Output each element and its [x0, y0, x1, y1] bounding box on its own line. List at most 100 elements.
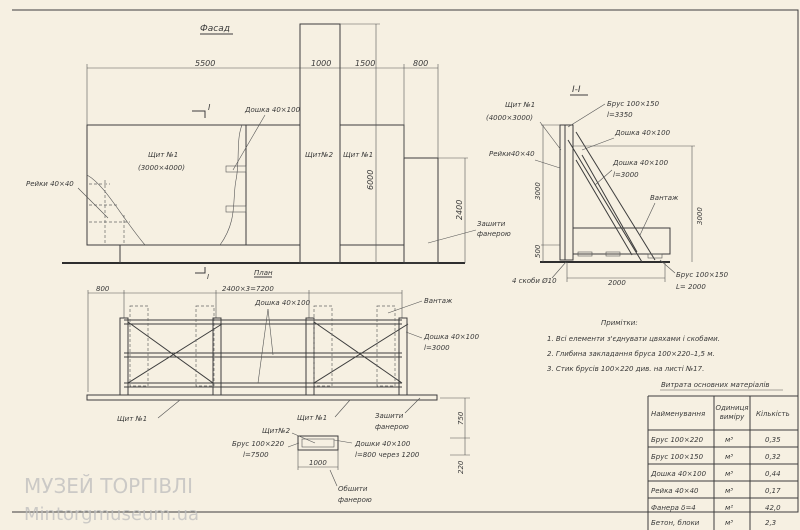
plan-section-mark-label: I [207, 273, 209, 281]
dim-800: 800 [413, 59, 428, 68]
dim-5500: 5500 [195, 59, 215, 68]
watermark-line-1: МУЗЕЙ ТОРГІВЛІ [24, 474, 193, 498]
panel-1-name: Щит №1 [148, 151, 178, 159]
row-name: Брус 100×220 [651, 436, 704, 444]
notes: Примітки: 1. Всі елементи з'єднувати цвя… [547, 319, 720, 373]
small-panel [403, 157, 439, 264]
dim-3000-right: 3000 [696, 207, 704, 225]
panel-1-size: (3000×4000) [138, 164, 185, 172]
dim-1500: 1500 [355, 59, 375, 68]
plan-clad-1: Обшити [338, 485, 368, 493]
plan-clad-2: фанерою [338, 496, 372, 504]
plan-boards-spacing: l=800 через 1200 [355, 451, 420, 459]
dim-6000: 6000 [366, 170, 375, 190]
plan-boards: Дошки 40×100 [354, 440, 411, 448]
beam-bottom: Брус 100×150 [676, 271, 729, 279]
dim-2000: 2000 [608, 279, 626, 287]
plan-title: План [254, 269, 273, 277]
dim-1000: 1000 [311, 59, 331, 68]
row-unit: м³ [725, 453, 733, 461]
plan-section-mark [195, 267, 206, 274]
dim-500: 500 [534, 244, 542, 258]
row-name: Брус 100×150 [651, 453, 704, 461]
section-view: I-I Щит №1 (4000×3000) Брус 100×150 l=33… [486, 85, 729, 291]
panel-2-name: Щит№2 [305, 151, 334, 159]
table-row: Бетон, блоки м³ 2,3 [651, 519, 776, 527]
row-unit: м² [725, 504, 733, 512]
row-qty: 0,32 [765, 453, 781, 461]
plan-view: План I 800 2400×3=7200 Дошка 40×100 Вант… [86, 267, 480, 504]
section-laths: Рейки40×40 [489, 150, 535, 158]
plan-load: Вантаж [424, 297, 453, 305]
section-board-2: Дошка 40×100 [612, 159, 669, 167]
plan-dim-800: 800 [96, 285, 110, 293]
note-1: 1. Всі елементи з'єднувати цвяхами і ско… [547, 335, 720, 343]
beam-bottom-length: L= 2000 [676, 283, 706, 291]
section-mark [192, 110, 206, 118]
base-plank [86, 394, 438, 401]
plywood-label-2: фанерою [477, 230, 511, 238]
plywood-label-1: Зашити [477, 220, 506, 228]
row-name: Бетон, блоки [651, 519, 700, 527]
plan-dim-span: 2400×3=7200 [222, 285, 274, 293]
header-qty: Кількість [756, 410, 790, 418]
staples-label: 4 скоби Ø10 [512, 277, 557, 285]
row-unit: м³ [725, 519, 733, 527]
dim-3000-left: 3000 [534, 182, 542, 200]
panel-1 [86, 124, 301, 246]
plan-plywood-1: Зашити [375, 412, 404, 420]
materials-title: Витрата основних матеріалів [661, 381, 770, 389]
dim-2400: 2400 [455, 200, 464, 220]
row-qty: 2,3 [765, 519, 776, 527]
row-qty: 0,44 [765, 470, 781, 478]
beam-top: Брус 100×150 [607, 100, 660, 108]
table-row: Брус 100×150 м³ 0,32 [651, 453, 781, 461]
note-2: 2. Глибина закладання бруса 100×220–1,5 … [547, 350, 715, 358]
beam-top-length: l=3350 [607, 111, 633, 119]
sheet-frame [12, 9, 799, 513]
row-unit: м³ [725, 470, 733, 478]
facade-title: Фасад [200, 24, 230, 34]
plan-beam: Брус 100×220 [232, 440, 285, 448]
section-board-1: Дошка 40×100 [614, 129, 671, 137]
plan-board-label: Дошка 40×100 [254, 299, 311, 307]
plan-panel-mid: Щит №1 [297, 414, 327, 422]
header-name: Найменування [651, 410, 705, 418]
table-row: Брус 100×220 м³ 0,35 [651, 436, 781, 444]
row-unit: м³ [725, 487, 733, 495]
label-laths: Рейки 40×40 [26, 180, 74, 188]
plan-dim-750: 750 [457, 411, 465, 425]
facade-view: Фасад 5500 1000 1500 800 6000 2400 I Дош… [26, 23, 511, 264]
plan-beam-length: l=7500 [243, 451, 269, 459]
label-board: Дошка 40×100 [244, 106, 301, 114]
row-qty: 0,35 [765, 436, 781, 444]
row-name: Дошка 40×100 [650, 470, 707, 478]
row-qty: 0,17 [765, 487, 781, 495]
plan-panel-left: Щит №1 [117, 415, 147, 423]
load-block [572, 227, 671, 255]
header-unit: Одиниця виміру [715, 404, 749, 421]
watermark-line-2: Mintorgmuseum.ua [24, 504, 199, 525]
section-title: I-I [572, 85, 581, 95]
plan-plywood-2: фанерою [375, 423, 409, 431]
table-row: Дошка 40×100 м³ 0,44 [650, 470, 781, 478]
plan-dim-1000: 1000 [309, 459, 327, 467]
table-row: Фанера δ=4 м² 42,0 [651, 504, 781, 512]
section-panel-size: (4000×3000) [486, 114, 533, 122]
panel-1b-name: Щит №1 [343, 151, 373, 159]
row-name: Рейка 40×40 [651, 487, 699, 495]
table-row: Рейка 40×40 м³ 0,17 [651, 487, 781, 495]
section-panel-name: Щит №1 [505, 101, 535, 109]
row-qty: 42,0 [765, 504, 781, 512]
materials-table: Витрата основних матеріалів Найменування… [647, 381, 798, 530]
plan-dim-220: 220 [457, 460, 465, 474]
row-name: Фанера δ=4 [651, 504, 696, 512]
plan-board-right: Дошка 40×100 [423, 333, 480, 341]
plan-panel-2: Щит№2 [262, 427, 291, 435]
notes-title: Примітки: [601, 319, 638, 327]
section-mark-label: I [208, 103, 211, 112]
plan-board-right-length: l=3000 [424, 344, 450, 352]
row-unit: м³ [725, 436, 733, 444]
